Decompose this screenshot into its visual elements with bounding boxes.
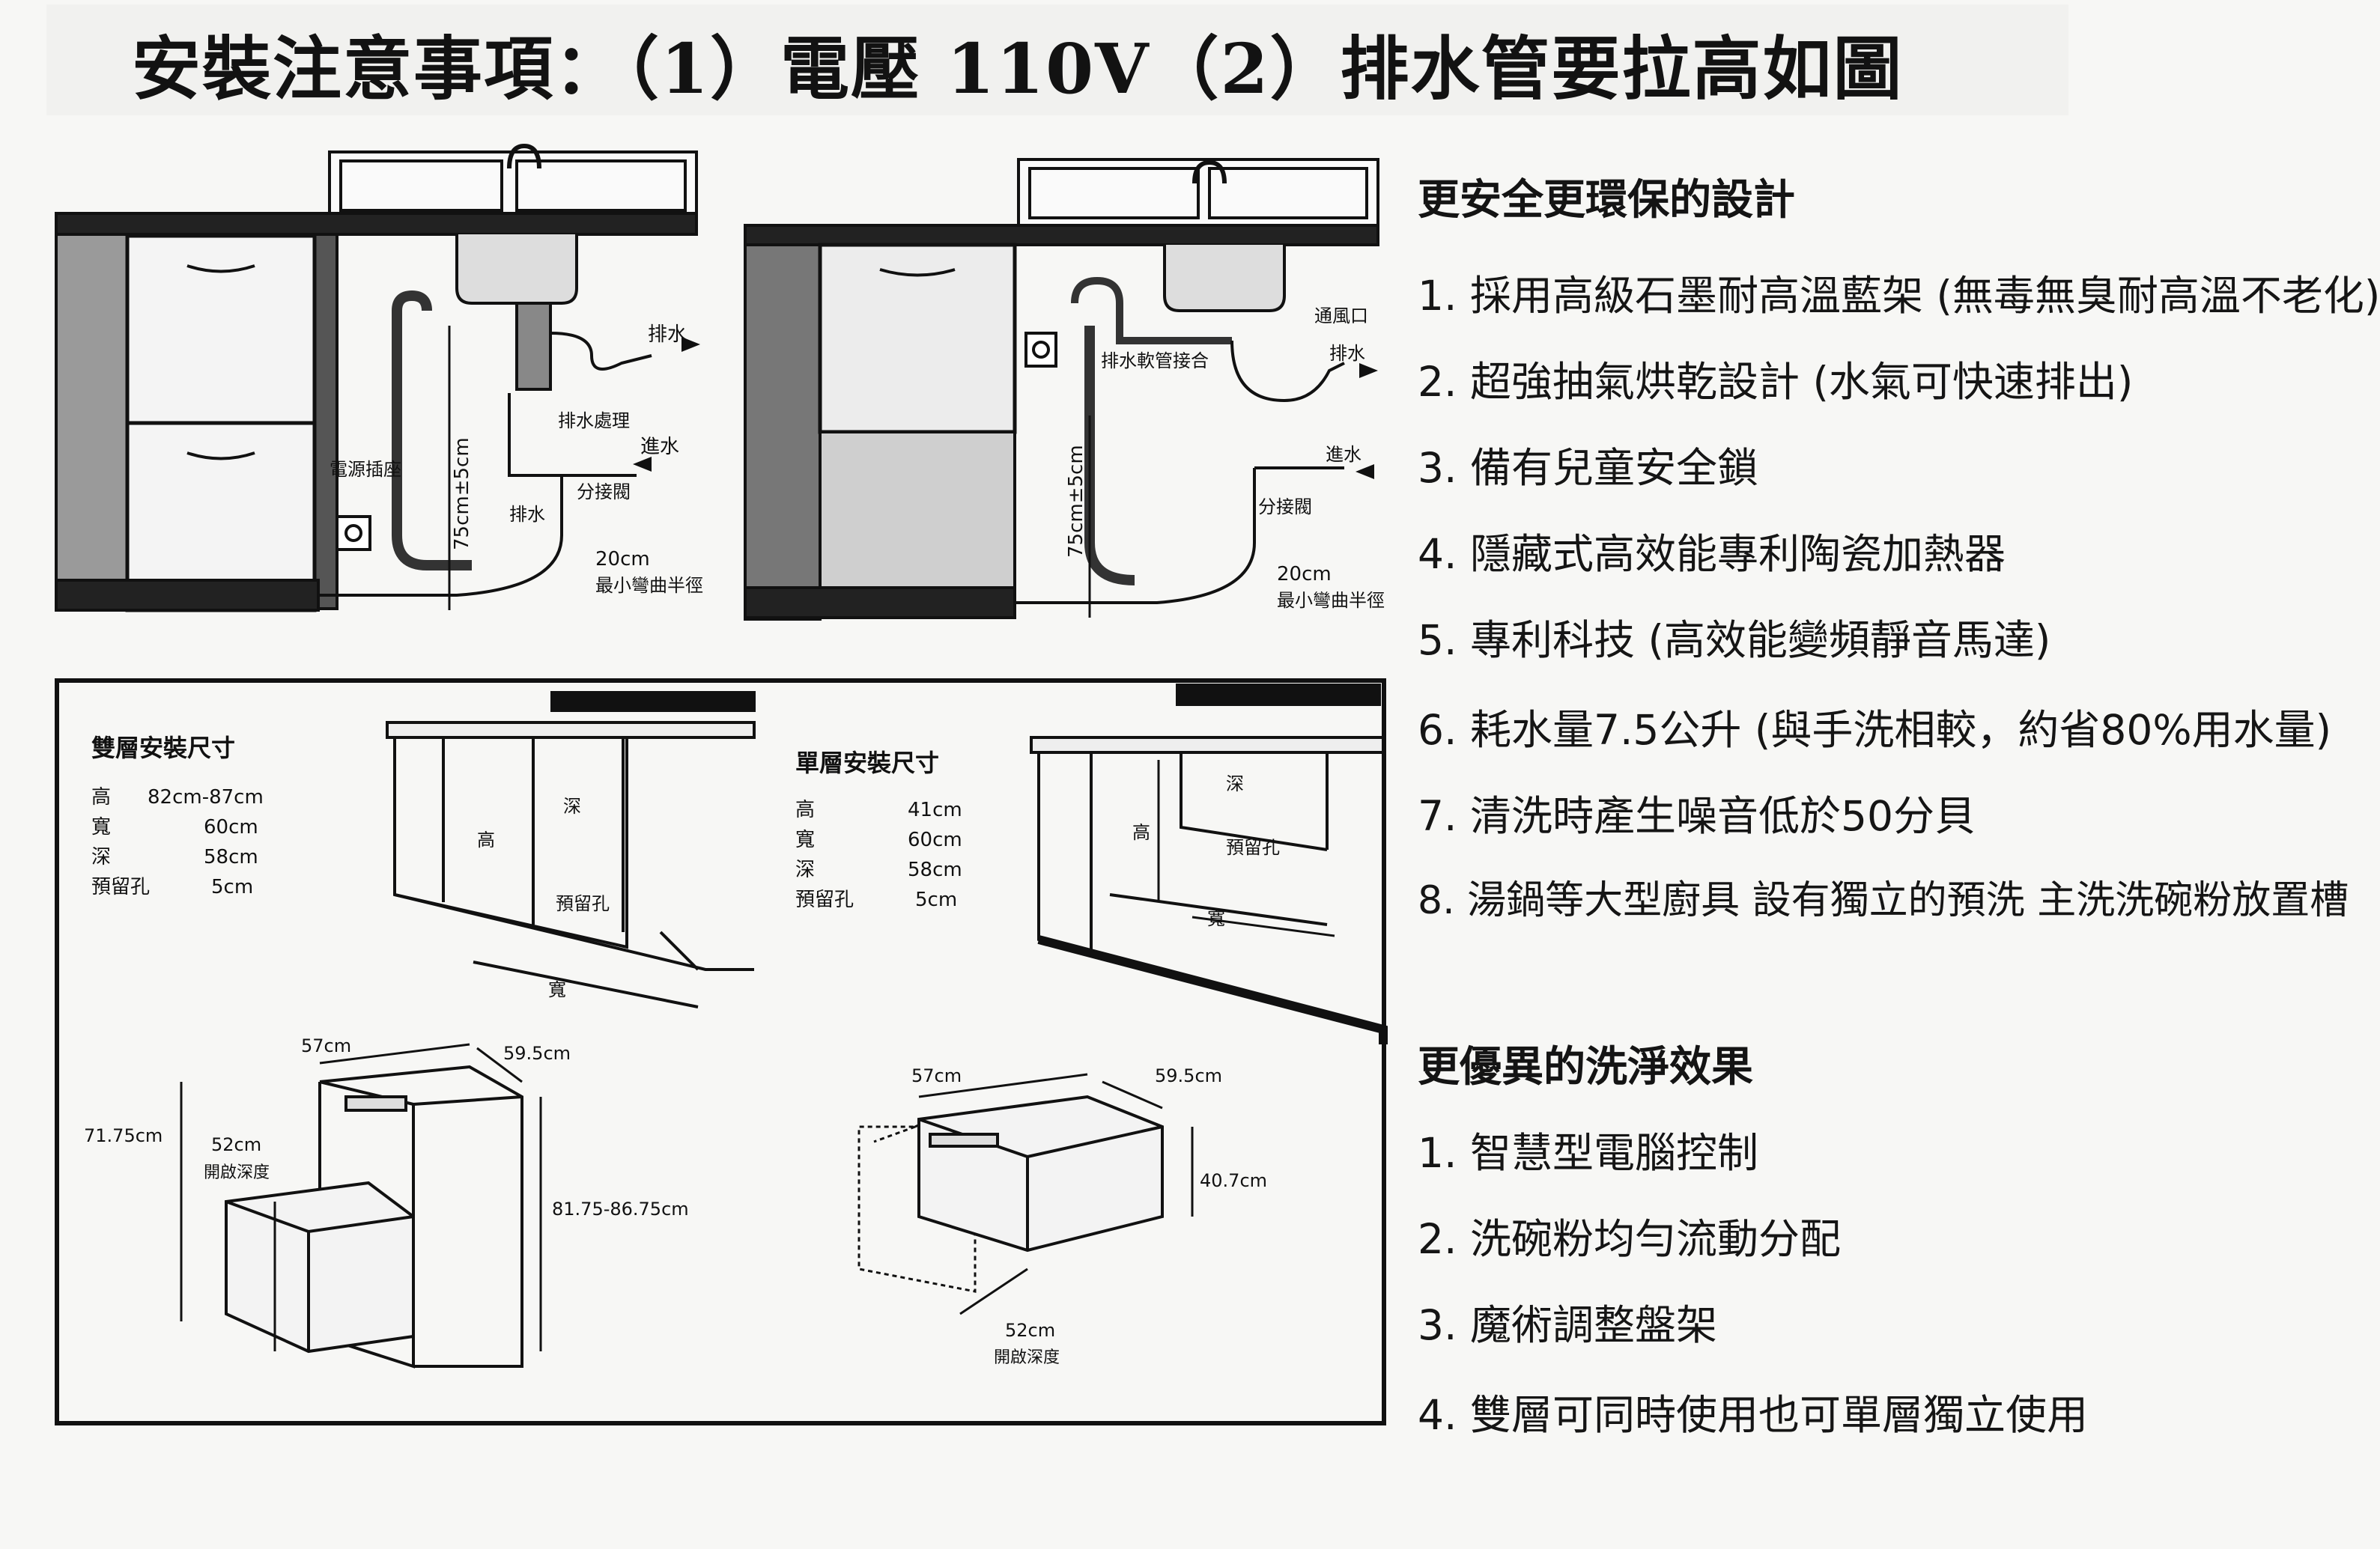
double-cabinet-depth-label: 深 xyxy=(563,796,581,817)
left-drain-label: 排水 xyxy=(509,504,545,525)
left-install-diagram: 排水 進水 排水處理 電源插座 75cm±5cm 排水 分接閥 20cm 最小彎… xyxy=(55,143,703,612)
single-cabinet-width-label: 寬 xyxy=(1207,908,1225,929)
double-cabinet-height-label: 高 xyxy=(477,830,495,850)
double-height-right-dim: 81.75-86.75cm xyxy=(552,1199,689,1220)
cleaning-item: 1. 智慧型電腦控制 xyxy=(1418,1129,1758,1177)
single-cabinet-height-label: 高 xyxy=(1132,822,1150,843)
feature-item: 2. 超強抽氣烘乾設計 (水氣可快速排出) xyxy=(1418,358,2134,406)
single-spec-height-label: 高 xyxy=(795,799,815,821)
feature-item: 8. 湯鍋等大型廚具 設有獨立的預洗 主洗洗碗粉放置槽 xyxy=(1418,878,2349,923)
double-open-depth-label: 開啟深度 xyxy=(204,1163,270,1182)
feature-item: 7. 清洗時產生噪音低於50分貝 xyxy=(1418,792,1976,840)
double-spec-hole-label: 預留孔 xyxy=(91,876,150,898)
double-depth-dim: 57cm xyxy=(301,1035,351,1056)
cleaning-item: 2. 洗碗粉均勻流動分配 xyxy=(1418,1215,1841,1263)
double-spec-width-value: 60cm xyxy=(204,816,258,839)
single-spec-height-value: 41cm xyxy=(908,799,962,821)
feature-item: 6. 耗水量7.5公升 (與手洗相較，約省80%用水量) xyxy=(1418,706,2332,754)
left-bend-radius-label: 最小彎曲半徑 xyxy=(595,575,703,596)
left-splitter-valve-label: 分接閥 xyxy=(577,481,631,502)
feature-item: 5. 專利科技 (高效能變頻靜音馬達) xyxy=(1418,616,2051,664)
single-depth-dim: 57cm xyxy=(911,1065,962,1086)
single-install-title: 單層安裝尺寸 xyxy=(795,749,939,777)
double-spec-depth-value: 58cm xyxy=(204,846,258,868)
double-cabinet-hole-label: 預留孔 xyxy=(556,893,610,914)
title-banner xyxy=(46,4,2068,115)
cleaning-heading: 更優異的洗淨效果 xyxy=(1418,1043,1753,1092)
single-cabinet-hole-label: 預留孔 xyxy=(1226,837,1280,858)
right-splitter-valve-label: 分接閥 xyxy=(1258,496,1312,517)
cleaning-item: 4. 雙層可同時使用也可單層獨立使用 xyxy=(1418,1391,2088,1439)
single-spec-width-value: 60cm xyxy=(908,829,962,851)
double-spec-width-label: 寬 xyxy=(91,816,111,839)
cleaning-item: 3. 魔術調整盤架 xyxy=(1418,1301,1717,1349)
left-drain-out-label: 排水 xyxy=(648,323,687,346)
double-spec-hole-value: 5cm xyxy=(211,876,253,898)
single-spec-width-label: 寬 xyxy=(795,829,815,851)
right-water-in-label: 進水 xyxy=(1326,444,1361,465)
single-spec-depth-label: 深 xyxy=(795,859,815,881)
page-title: 安裝注意事項：（1）電壓 110V（2）排水管要拉高如圖 xyxy=(132,28,1904,109)
double-open-depth-dim: 52cm xyxy=(211,1134,261,1155)
double-spec-depth-label: 深 xyxy=(91,846,111,868)
double-spec-height-label: 高 xyxy=(91,786,111,809)
single-spec-depth-value: 58cm xyxy=(908,859,962,881)
left-bend-radius-value: 20cm xyxy=(595,548,650,570)
right-vent-label: 通風口 xyxy=(1314,305,1368,326)
right-bend-radius-value: 20cm xyxy=(1277,563,1332,585)
double-height-left-dim: 71.75cm xyxy=(84,1125,163,1146)
feature-item: 1. 採用高級石墨耐高溫藍架 (無毒無臭耐高溫不老化) xyxy=(1418,272,2380,320)
single-height-dim: 40.7cm xyxy=(1200,1170,1267,1191)
right-height-mark: 75cm±5cm xyxy=(1065,445,1087,558)
double-install-title: 雙層安裝尺寸 xyxy=(91,734,235,762)
right-drain-out-label: 排水 xyxy=(1329,343,1365,364)
feature-item: 4. 隱藏式高效能專利陶瓷加熱器 xyxy=(1418,530,2006,578)
single-cabinet-depth-label: 深 xyxy=(1226,773,1244,794)
right-drain-hose-joint-label: 排水軟管接合 xyxy=(1101,350,1209,371)
right-install-diagram: 通風口 排水 排水軟管接合 進水 75cm±5cm 分接閥 20cm 最小彎曲半… xyxy=(744,158,1385,621)
left-drain-treatment-label: 排水處理 xyxy=(558,410,630,431)
features-heading: 更安全更環保的設計 xyxy=(1418,176,1795,225)
single-open-depth-label: 開啟深度 xyxy=(994,1348,1060,1367)
right-bend-radius-label: 最小彎曲半徑 xyxy=(1277,590,1385,611)
left-water-in-label: 進水 xyxy=(640,436,679,458)
single-width-dim: 59.5cm xyxy=(1155,1065,1222,1086)
single-spec-hole-value: 5cm xyxy=(915,889,957,911)
double-width-dim: 59.5cm xyxy=(503,1043,571,1064)
left-height-mark: 75cm±5cm xyxy=(451,437,473,550)
dimensions-panel: 深 高 預留孔 寬 雙層安裝尺寸 高 82cm-87cm 寬 60cm 深 58… xyxy=(55,678,1388,1425)
feature-item: 3. 備有兒童安全鎖 xyxy=(1418,444,1758,492)
left-power-socket-label: 電源插座 xyxy=(330,459,401,480)
double-spec-height-value: 82cm-87cm xyxy=(148,786,264,809)
single-open-depth-dim: 52cm xyxy=(1005,1320,1055,1341)
double-cabinet-width-label: 寬 xyxy=(548,979,566,1000)
single-spec-hole-label: 預留孔 xyxy=(795,889,854,911)
